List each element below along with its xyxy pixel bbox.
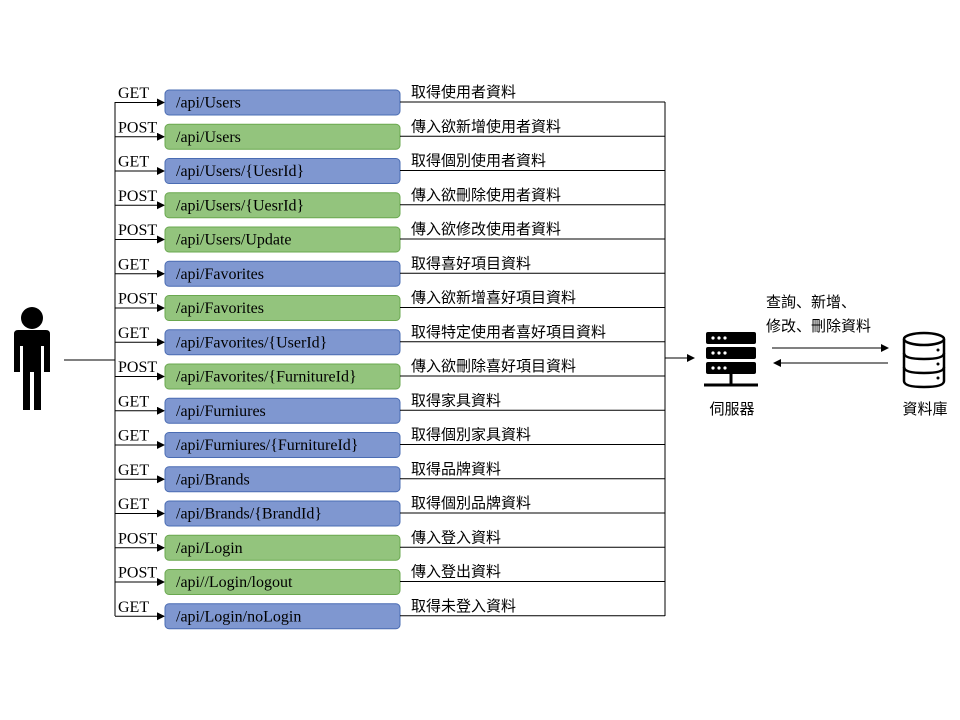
endpoint-path: /api/Favorites bbox=[176, 266, 264, 283]
endpoint-path: /api//Login/logout bbox=[176, 574, 293, 591]
endpoint-row: GET/api/Brands 取得品牌資料 bbox=[115, 460, 665, 493]
http-method-label: GET bbox=[118, 85, 149, 102]
endpoint-description: 取得品牌資料 bbox=[411, 460, 501, 478]
http-method-label: POST bbox=[118, 291, 157, 308]
endpoint-row: POST/api/Users/Update 傳入欲修改使用者資料 bbox=[115, 220, 665, 253]
db-ops-line2: 修改、刪除資料 bbox=[766, 317, 871, 335]
server-icon bbox=[704, 332, 758, 387]
http-method-label: GET bbox=[118, 428, 149, 445]
http-method-label: GET bbox=[118, 393, 149, 410]
endpoint-path: /api/Furniures/{FurnitureId} bbox=[176, 437, 358, 454]
endpoint-description: 傳入登出資料 bbox=[411, 563, 501, 581]
endpoint-path: /api/Users bbox=[176, 95, 241, 112]
endpoint-path: /api/Login/noLogin bbox=[176, 608, 301, 625]
endpoint-description: 取得未登入資料 bbox=[411, 597, 516, 615]
endpoint-path: /api/Login bbox=[176, 540, 243, 557]
endpoint-description: 取得家具資料 bbox=[411, 391, 501, 409]
endpoint-description: 傳入欲新增喜好項目資料 bbox=[411, 289, 576, 307]
endpoint-description: 取得個別品牌資料 bbox=[411, 494, 531, 512]
endpoint-description: 取得特定使用者喜好項目資料 bbox=[411, 323, 606, 341]
endpoint-rows: GET/api/Users 取得使用者資料 POST/api/Users 傳入欲新增使… bbox=[115, 83, 665, 630]
endpoint-row: POST/api/Users/{UesrId} 傳入欲刪除使用者資料 bbox=[115, 186, 665, 219]
http-method-label: POST bbox=[118, 188, 157, 205]
endpoint-description: 傳入欲刪除喜好項目資料 bbox=[411, 357, 576, 375]
endpoint-row: POST/api/Login 傳入登入資料 bbox=[115, 528, 665, 561]
http-method-label: POST bbox=[118, 565, 157, 582]
http-method-label: POST bbox=[118, 222, 157, 239]
server-label: 伺服器 bbox=[709, 400, 754, 418]
endpoint-description: 傳入欲修改使用者資料 bbox=[411, 220, 561, 238]
database-label: 資料庫 bbox=[902, 400, 947, 418]
endpoint-path: /api/Users/{UesrId} bbox=[176, 197, 304, 214]
endpoint-row: POST/api/Favorites/{FurnitureId} 傳入欲刪除喜好項… bbox=[115, 357, 665, 390]
endpoint-description: 傳入欲刪除使用者資料 bbox=[411, 186, 561, 204]
endpoint-path: /api/Users/Update bbox=[176, 232, 292, 249]
endpoint-description: 取得個別家具資料 bbox=[411, 426, 531, 444]
endpoint-description: 取得使用者資料 bbox=[411, 83, 516, 101]
endpoint-description: 取得個別使用者資料 bbox=[411, 152, 546, 170]
endpoint-row: POST/api/Favorites 傳入欲新增喜好項目資料 bbox=[115, 289, 665, 321]
endpoint-path: /api/Brands/{BrandId} bbox=[176, 506, 322, 523]
database-icon bbox=[902, 331, 946, 389]
http-method-label: POST bbox=[118, 359, 157, 376]
endpoint-path: /api/Furniures bbox=[176, 403, 266, 420]
endpoint-path: /api/Favorites bbox=[176, 300, 264, 317]
http-method-label: POST bbox=[118, 530, 157, 547]
endpoint-path: /api/Users bbox=[176, 129, 241, 146]
http-method-label: GET bbox=[118, 256, 149, 273]
endpoint-row: GET/api/Brands/{BrandId} 取得個別品牌資料 bbox=[115, 494, 665, 527]
http-method-label: GET bbox=[118, 496, 149, 513]
db-ops-line1: 查詢、新增、 bbox=[766, 293, 856, 311]
endpoint-description: 傳入登入資料 bbox=[411, 528, 501, 546]
endpoint-row: GET/api/Favorites/{UserId} 取得特定使用者喜好項目資料 bbox=[115, 323, 665, 356]
endpoint-row: GET/api/Furniures 取得家具資料 bbox=[115, 391, 665, 424]
endpoint-path: /api/Users/{UesrId} bbox=[176, 163, 304, 180]
http-method-label: GET bbox=[118, 154, 149, 171]
http-method-label: GET bbox=[118, 599, 149, 616]
endpoint-path: /api/Brands bbox=[176, 471, 250, 488]
endpoint-row: GET/api/Users/{UesrId} 取得個別使用者資料 bbox=[115, 152, 665, 184]
endpoint-row: GET/api/Favorites 取得喜好項目資料 bbox=[115, 254, 665, 287]
http-method-label: GET bbox=[118, 325, 149, 342]
endpoint-description: 取得喜好項目資料 bbox=[411, 254, 531, 272]
endpoint-path: /api/Favorites/{UserId} bbox=[176, 334, 327, 351]
endpoint-row: POST/api//Login/logout 傳入登出資料 bbox=[115, 563, 665, 595]
http-method-label: POST bbox=[118, 119, 157, 136]
user-icon bbox=[14, 307, 50, 410]
endpoint-description: 傳入欲新增使用者資料 bbox=[411, 117, 561, 135]
endpoint-row: GET/api/Users 取得使用者資料 bbox=[115, 83, 665, 116]
http-method-label: GET bbox=[118, 462, 149, 479]
endpoint-path: /api/Favorites/{FurnitureId} bbox=[176, 369, 357, 386]
endpoint-row: GET/api/Furniures/{FurnitureId} 取得個別家具資料 bbox=[115, 426, 665, 458]
endpoint-row: POST/api/Users 傳入欲新增使用者資料 bbox=[115, 117, 665, 150]
endpoint-row: GET/api/Login/noLogin 取得未登入資料 bbox=[115, 597, 665, 630]
